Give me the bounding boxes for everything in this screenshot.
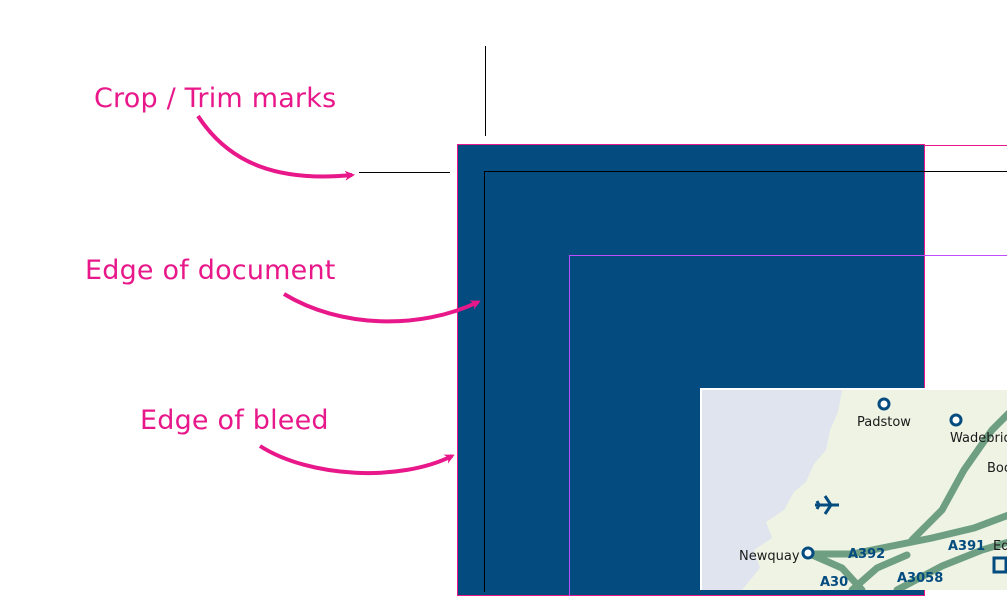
annotation-arrows bbox=[196, 114, 481, 476]
town-bodmin: Boc bbox=[987, 461, 1007, 476]
crop-trim-marks-label: Crop / Trim marks bbox=[94, 83, 337, 114]
road-a392: A392 bbox=[848, 547, 885, 562]
town-newquay: Newquay bbox=[739, 549, 800, 564]
edge-of-bleed-label: Edge of bleed bbox=[140, 405, 329, 436]
crop-mark-horizontal bbox=[359, 172, 450, 173]
poi-marker bbox=[992, 556, 1007, 574]
town-newquay-marker bbox=[801, 546, 815, 560]
document-edge bbox=[484, 171, 1007, 592]
map-image: Padstow Wadebrid Boc Newquay Ede A392 A3… bbox=[700, 388, 1007, 590]
bleed-edge-line bbox=[924, 145, 1007, 146]
town-wadebridge: Wadebrid bbox=[950, 431, 1007, 446]
map-towns bbox=[801, 397, 963, 560]
arrow-crop-marks bbox=[196, 114, 355, 181]
town-padstow-marker bbox=[877, 397, 891, 411]
town-padstow: Padstow bbox=[857, 415, 911, 430]
town-eden: Ede bbox=[993, 539, 1007, 554]
crop-mark-vertical bbox=[485, 46, 486, 136]
town-wadebridge-marker bbox=[949, 413, 963, 427]
margin-guide bbox=[569, 255, 1007, 596]
arrow-bleed-edge bbox=[258, 444, 455, 476]
airport-icon bbox=[815, 495, 839, 515]
map-land bbox=[742, 390, 1007, 590]
arrow-document-edge bbox=[282, 292, 481, 324]
edge-of-document-label: Edge of document bbox=[85, 255, 336, 286]
road-a391: A391 bbox=[948, 539, 985, 554]
